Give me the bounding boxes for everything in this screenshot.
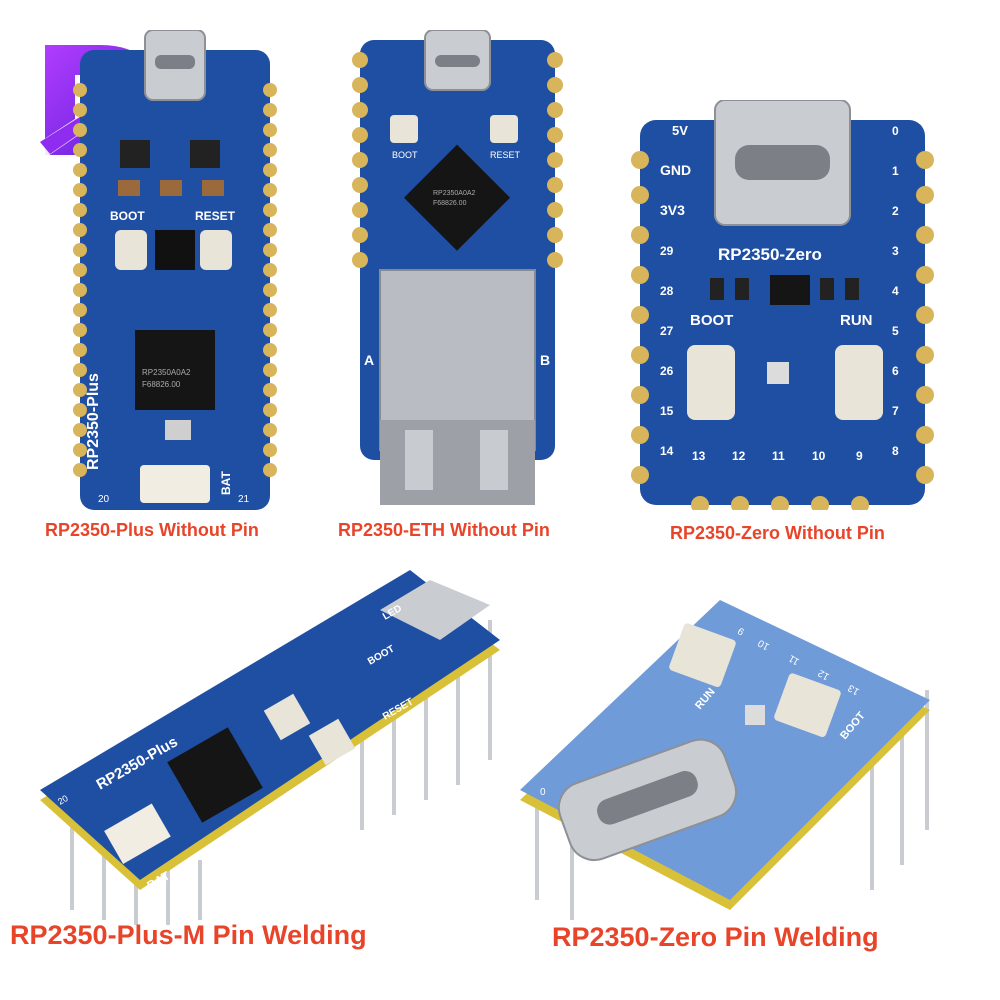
eth-reset-button	[490, 115, 518, 143]
rp2350-plus-board: BOOT RESET RP2350A0A2 F68826.00 RP2350-P…	[73, 30, 277, 510]
plus-reset-label: RESET	[195, 209, 236, 223]
caption-rp2350-plus-m: RP2350-Plus-M Pin Welding	[10, 920, 367, 950]
battery-connector	[140, 465, 210, 503]
svg-text:29: 29	[660, 244, 674, 258]
svg-text:13: 13	[846, 682, 862, 697]
zero-name-label: RP2350-Zero	[718, 245, 822, 264]
svg-text:2: 2	[892, 204, 899, 218]
svg-text:6: 6	[892, 364, 899, 378]
svg-text:21: 21	[238, 494, 250, 505]
reset-button	[200, 230, 232, 270]
battery-connector	[104, 803, 171, 864]
svg-text:12: 12	[732, 449, 746, 463]
svg-text:5V: 5V	[672, 123, 688, 138]
svg-text:1: 1	[892, 164, 899, 178]
svg-text:A: A	[364, 352, 374, 368]
boot-button	[115, 230, 147, 270]
zero-left-pin-labels: 29 28 27 26 15 14	[660, 244, 674, 458]
rp2350-zero-board: 5V GND 3V3 RP2350-Zero BOOT RUN 29 28 27…	[631, 100, 934, 510]
zero-run-button	[835, 345, 883, 420]
svg-text:4: 4	[892, 284, 899, 298]
zero-boot-button	[687, 345, 735, 420]
svg-text:B: B	[540, 352, 550, 368]
usb-c-connector	[380, 580, 490, 640]
rp2350-plus-m-board: RP2350-Plus BOOT RESET LED BAT 20	[40, 570, 500, 925]
plus-boot-label: BOOT	[110, 209, 145, 223]
svg-text:7: 7	[892, 404, 899, 418]
zero-bottom-pin-labels: 13 12 11 10 9	[692, 449, 863, 463]
plus-castellated-pins	[73, 83, 277, 477]
svg-text:11: 11	[772, 449, 785, 463]
plus-m-reset-button	[308, 718, 356, 766]
rgb-led	[745, 705, 765, 725]
flash-chip	[155, 230, 195, 270]
svg-text:20: 20	[56, 793, 70, 807]
svg-text:0: 0	[540, 787, 546, 798]
svg-text:26: 26	[660, 364, 674, 378]
svg-text:F68826.00: F68826.00	[433, 200, 467, 207]
svg-text:28: 28	[660, 284, 674, 298]
svg-text:RP2350A0A2: RP2350A0A2	[433, 190, 476, 197]
svg-text:15: 15	[660, 404, 674, 418]
plus-name-label: RP2350-Plus	[85, 373, 102, 470]
caption-rp2350-plus: RP2350-Plus Without Pin	[45, 520, 259, 540]
svg-text:5: 5	[892, 324, 899, 338]
svg-text:BAT: BAT	[219, 471, 233, 495]
zero-right-pin-labels: 0 1 2 3 4 5 6 7 8	[892, 124, 899, 458]
rgb-led	[767, 362, 789, 384]
zero-weld-run-button	[669, 623, 736, 687]
svg-text:20: 20	[98, 494, 110, 505]
svg-text:BOOT: BOOT	[690, 312, 733, 329]
svg-text:9: 9	[856, 449, 863, 463]
svg-text:RESET: RESET	[490, 150, 521, 160]
eth-castellated-pins	[352, 52, 563, 268]
svg-text:GND: GND	[660, 162, 691, 178]
svg-text:10: 10	[812, 449, 826, 463]
caption-rp2350-zero-weld: RP2350-Zero Pin Welding	[552, 922, 879, 952]
eth-boot-button	[390, 115, 418, 143]
svg-text:3: 3	[892, 244, 899, 258]
caption-rp2350-zero: RP2350-Zero Without Pin	[670, 523, 885, 543]
svg-text:12: 12	[816, 667, 832, 682]
svg-text:13: 13	[692, 449, 706, 463]
svg-text:10: 10	[756, 637, 772, 652]
rp2350-zero-weld-board: RUN BOOT 9 10 11 12 13 0	[520, 600, 930, 920]
rp2350-eth-board: BOOT RESET RP2350A0A2 F68826.00 A B	[352, 30, 563, 505]
header-pins	[535, 690, 929, 920]
svg-text:F68826.00: F68826.00	[142, 380, 181, 389]
svg-text:0: 0	[892, 124, 899, 138]
svg-text:RUN: RUN	[840, 312, 873, 329]
svg-text:27: 27	[660, 324, 674, 338]
svg-text:9: 9	[736, 624, 747, 637]
svg-text:3V3: 3V3	[660, 202, 685, 218]
rp2350-chip	[167, 727, 263, 823]
svg-text:14: 14	[660, 444, 674, 458]
caption-rp2350-eth: RP2350-ETH Without Pin	[338, 520, 550, 540]
zero-castellated-pins	[631, 151, 934, 510]
svg-text:8: 8	[892, 444, 899, 458]
svg-text:BOOT: BOOT	[392, 150, 418, 160]
rp2350-chip	[135, 330, 215, 410]
plus-m-boot-button	[263, 693, 311, 741]
zero-weld-boot-button	[774, 673, 841, 737]
svg-text:RP2350A0A2: RP2350A0A2	[142, 368, 191, 377]
